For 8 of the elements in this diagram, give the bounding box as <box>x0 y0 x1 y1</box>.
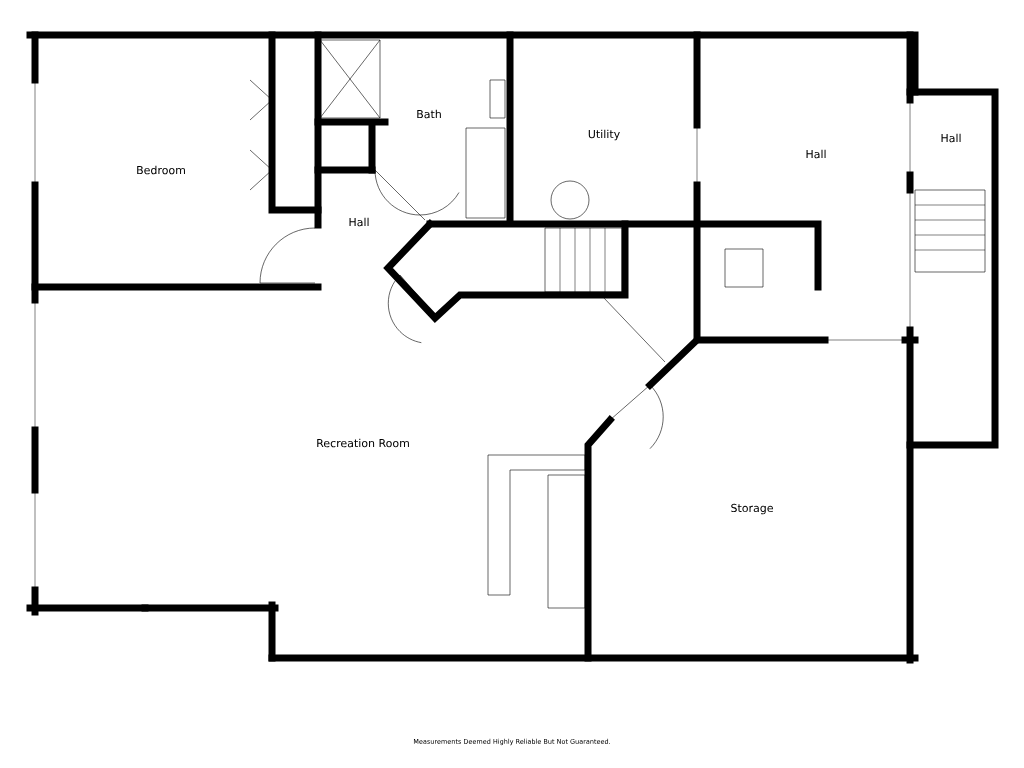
room-label: Utility <box>588 129 620 141</box>
room-label: Hall <box>806 149 826 159</box>
room-label: Hall <box>941 133 961 143</box>
room-label: Bath <box>417 109 441 119</box>
room-label: Recreation Room <box>317 438 409 448</box>
room-label: Storage <box>731 503 773 515</box>
room-label: Hall <box>349 217 369 227</box>
room-label: Bedroom <box>137 165 185 175</box>
